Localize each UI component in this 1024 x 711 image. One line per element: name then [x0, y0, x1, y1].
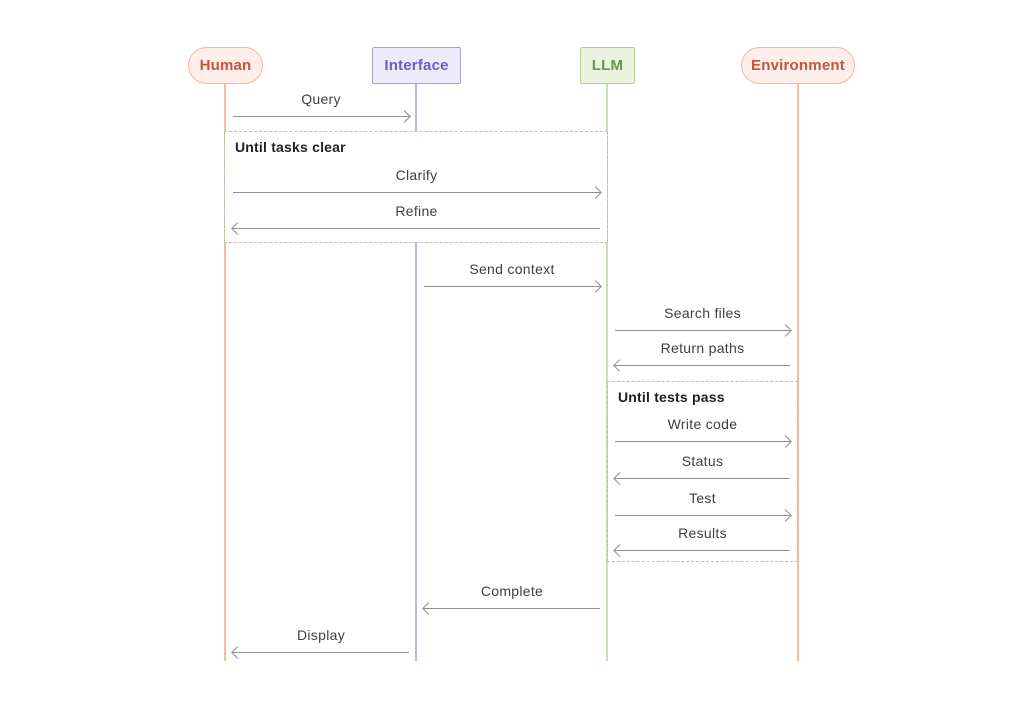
message-complete: Complete [422, 582, 600, 616]
lifeline-interface [415, 84, 417, 661]
message-refine: Refine [231, 202, 600, 236]
message-status: Status [613, 452, 790, 486]
message-label: Test [689, 490, 716, 506]
actor-label: Human [199, 57, 252, 74]
actor-llm: LLM [580, 47, 635, 84]
message-label: Send context [469, 261, 555, 277]
message-display: Display [231, 626, 409, 660]
message-label: Refine [395, 203, 438, 219]
message-send-context: Send context [424, 260, 602, 294]
message-label: Clarify [395, 167, 438, 183]
actor-human: Human [188, 47, 263, 84]
actor-label: LLM [591, 57, 624, 74]
actor-label: Environment [751, 57, 845, 74]
actor-label: Interface [384, 57, 449, 74]
loop-title: Until tasks clear [235, 139, 346, 155]
arrow-right-icon [233, 110, 411, 124]
actor-environment: Environment [741, 47, 855, 84]
message-label: Status [681, 453, 724, 469]
message-write-code: Write code [615, 415, 792, 449]
arrow-right-icon [233, 186, 602, 200]
message-test: Test [615, 489, 792, 523]
message-clarify: Clarify [233, 166, 602, 200]
arrow-right-icon [615, 435, 792, 449]
loop-box-until-tasks-clear: Until tasks clear [224, 131, 608, 243]
arrow-right-icon [615, 324, 792, 338]
arrow-left-icon [613, 359, 790, 373]
message-return-paths: Return paths [613, 339, 790, 373]
lifeline-human [224, 84, 226, 661]
message-results: Results [613, 524, 790, 558]
arrow-right-icon [615, 509, 792, 523]
arrow-left-icon [231, 646, 409, 660]
message-label: Query [301, 91, 341, 107]
message-label: Search files [664, 305, 741, 321]
arrow-left-icon [613, 544, 790, 558]
loop-title: Until tests pass [618, 389, 725, 405]
actor-interface: Interface [372, 47, 461, 84]
message-label: Write code [667, 416, 738, 432]
loop-box-until-tests-pass: Until tests pass [607, 381, 798, 562]
arrow-left-icon [422, 602, 600, 616]
lifeline-environment [797, 84, 799, 661]
message-label: Display [296, 627, 345, 643]
arrow-right-icon [424, 280, 602, 294]
message-search-files: Search files [615, 304, 792, 338]
arrow-left-icon [613, 472, 790, 486]
lifeline-llm [606, 84, 608, 661]
message-label: Return paths [660, 340, 745, 356]
message-label: Results [678, 525, 727, 541]
arrow-left-icon [231, 222, 600, 236]
message-query: Query [233, 90, 411, 124]
message-label: Complete [480, 583, 544, 599]
